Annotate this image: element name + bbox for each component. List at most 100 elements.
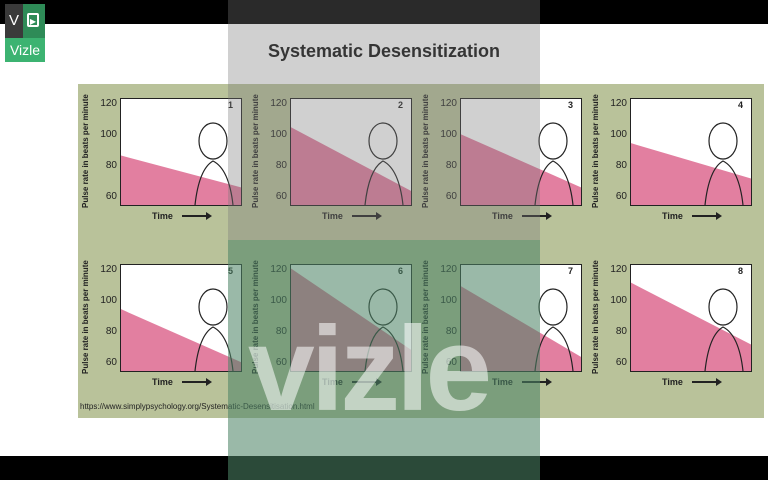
girl-head-icon [198, 122, 228, 160]
pulse-area-svg [631, 282, 751, 371]
y-tick-label: 120 [610, 264, 627, 275]
y-tick-label: 100 [440, 295, 457, 306]
girl-body-icon [364, 326, 404, 371]
y-tick-label: 120 [610, 98, 627, 109]
y-tick-label: 60 [615, 191, 627, 202]
x-axis-label: Time [152, 377, 173, 387]
pulse-area [631, 282, 751, 371]
y-tick-label: 80 [445, 160, 457, 171]
panel-number: 7 [568, 266, 574, 276]
y-tick-label: 80 [615, 326, 627, 337]
pulse-area [631, 143, 751, 205]
y-tick-label: 120 [270, 264, 287, 275]
logo-play-box: ▶ [23, 4, 45, 38]
y-axis-label: Pulse rate in beats per minute [81, 94, 90, 208]
pulse-plot [290, 264, 412, 372]
panel-8: Pulse rate in beats per minute 120 100 80 60… [590, 254, 758, 414]
desensitization-figure: Pulse rate in beats per minute 120 100 80 60… [78, 84, 764, 418]
source-url: https://www.simplypsychology.org/Systema… [80, 402, 315, 411]
time-arrow-icon [352, 212, 382, 220]
girl-head-icon [538, 122, 568, 160]
time-arrow-icon [522, 378, 552, 386]
y-tick-label: 100 [100, 129, 117, 140]
y-tick-label: 60 [615, 357, 627, 368]
y-tick-label: 80 [105, 326, 117, 337]
y-tick-label: 60 [275, 191, 287, 202]
pulse-area-svg [461, 286, 581, 371]
y-tick-label: 120 [100, 264, 117, 275]
pulse-area [461, 286, 581, 371]
time-arrow-icon [352, 378, 382, 386]
x-axis-label: Time [322, 211, 343, 221]
y-tick-label: 100 [610, 129, 627, 140]
logo-word: Vizle [5, 38, 45, 62]
vizle-logo: V ▶ Vizle [5, 4, 45, 62]
y-axis-label: Pulse rate in beats per minute [251, 94, 260, 208]
pulse-plot [290, 98, 412, 206]
pulse-area-svg [631, 122, 751, 205]
y-tick-label: 60 [445, 357, 457, 368]
y-tick-label: 120 [440, 264, 457, 275]
slide: Systematic Desensitization Pulse rate in… [0, 24, 768, 456]
panel-number: 6 [398, 266, 404, 276]
play-icon: ▶ [27, 13, 39, 27]
pulse-area-svg [291, 122, 411, 205]
time-arrow-icon [692, 378, 722, 386]
y-tick-label: 100 [270, 129, 287, 140]
pulse-plot [630, 98, 752, 206]
panel-number: 5 [228, 266, 234, 276]
y-tick-label: 80 [615, 160, 627, 171]
y-axis-label: Pulse rate in beats per minute [591, 260, 600, 374]
y-axis-label: Pulse rate in beats per minute [421, 94, 430, 208]
girl-body-icon [534, 326, 574, 371]
y-tick-label: 60 [445, 191, 457, 202]
panel-5: Pulse rate in beats per minute 120 100 80 60… [80, 254, 248, 414]
pulse-area [121, 309, 241, 371]
panel-number: 3 [568, 100, 574, 110]
pulse-area-svg [121, 288, 241, 371]
time-arrow-icon [182, 378, 212, 386]
pulse-area [291, 268, 411, 371]
y-axis-label: Pulse rate in beats per minute [591, 94, 600, 208]
girl-head-icon [708, 122, 738, 160]
y-tick-label: 60 [105, 357, 117, 368]
time-arrow-icon [182, 212, 212, 220]
pulse-area [291, 127, 411, 205]
x-axis-label: Time [322, 377, 343, 387]
pulse-area-svg [461, 122, 581, 205]
y-tick-label: 100 [610, 295, 627, 306]
panel-4: Pulse rate in beats per minute 120 100 80 60… [590, 88, 758, 248]
y-axis-label: Pulse rate in beats per minute [421, 260, 430, 374]
y-tick-label: 120 [440, 98, 457, 109]
slide-title: Systematic Desensitization [267, 41, 501, 61]
x-axis-label: Time [492, 377, 513, 387]
y-axis-label: Pulse rate in beats per minute [81, 260, 90, 374]
girl-body-icon [194, 326, 234, 371]
y-tick-label: 60 [275, 357, 287, 368]
pulse-plot [630, 264, 752, 372]
girl-body-icon [194, 160, 234, 205]
girl-head-icon [538, 288, 568, 326]
x-axis-label: Time [492, 211, 513, 221]
girl-body-icon [534, 160, 574, 205]
x-axis-label: Time [152, 211, 173, 221]
panel-number: 8 [738, 266, 744, 276]
pulse-plot [120, 264, 242, 372]
pulse-area [461, 134, 581, 205]
panel-number: 1 [228, 100, 234, 110]
girl-body-icon [704, 160, 744, 205]
girl-head-icon [368, 288, 398, 326]
pulse-plot [460, 264, 582, 372]
panel-number: 2 [398, 100, 404, 110]
pulse-area-svg [291, 268, 411, 371]
pulse-area-svg [121, 122, 241, 205]
y-tick-label: 100 [100, 295, 117, 306]
pulse-area [121, 155, 241, 205]
y-tick-label: 120 [100, 98, 117, 109]
